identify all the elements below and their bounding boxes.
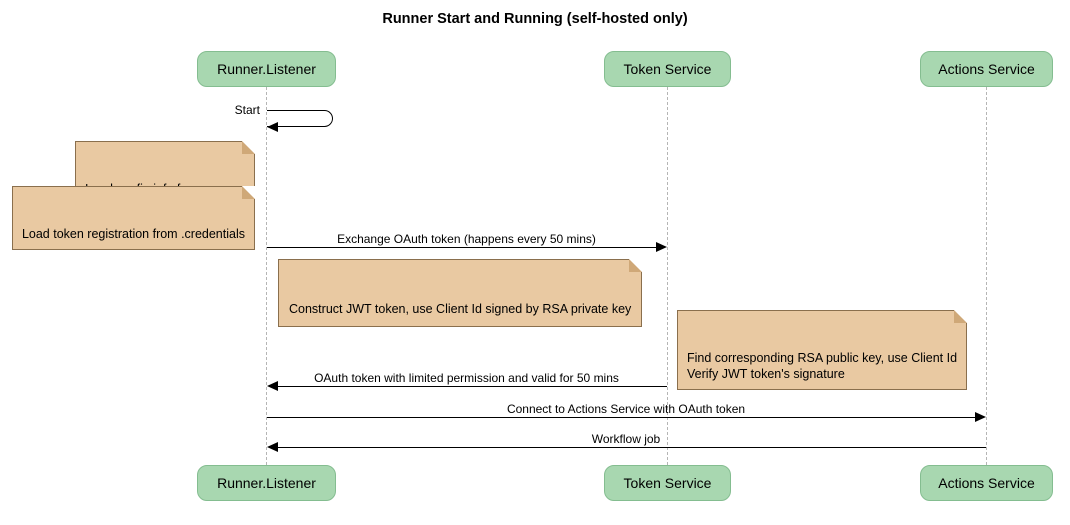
message-connect-actions-line [267,417,976,418]
lifeline-actions-service [986,87,987,465]
message-exchange-oauth-line [267,247,657,248]
participant-label: Token Service [623,475,712,491]
arrowhead-right-icon [656,242,667,252]
note-text: Construct JWT token, use Client Id signe… [289,302,632,316]
note-text: Load token registration from .credential… [21,227,245,241]
participant-label: Runner.Listener [217,61,316,77]
participant-actions-service-bottom: Actions Service [920,465,1053,501]
message-workflow-job-line [274,447,986,448]
arrowhead-right-icon [975,412,986,422]
participant-label: Actions Service [938,61,1035,77]
note-load-token-registration: Load token registration from .credential… [11,186,255,250]
message-start-label: Start [234,103,260,117]
note-fold-icon [629,259,643,272]
participant-label: Token Service [623,61,712,77]
participant-actions-service-top: Actions Service [920,51,1053,87]
lifeline-runner-listener [266,87,267,465]
note-fold-icon [954,310,968,323]
note-construct-jwt: Construct JWT token, use Client Id signe… [278,259,643,327]
lifeline-token-service [667,87,668,465]
participant-label: Runner.Listener [217,475,316,491]
participant-token-service-bottom: Token Service [604,465,731,501]
participant-token-service-top: Token Service [604,51,731,87]
message-connect-actions-label: Connect to Actions Service with OAuth to… [506,402,746,416]
arrowhead-left-icon [267,442,278,452]
diagram-title: Runner Start and Running (self-hosted on… [382,11,688,27]
message-oauth-token-return-label: OAuth token with limited permission and … [314,371,619,385]
self-message-loop [267,110,333,127]
arrowhead-left-icon [267,122,278,132]
note-text: Find corresponding RSA public key, use C… [687,351,958,381]
note-fold-icon [242,186,255,199]
participant-runner-listener-top: Runner.Listener [197,51,336,87]
note-fold-icon [242,141,255,154]
note-find-rsa-public-key: Find corresponding RSA public key, use C… [677,310,968,390]
message-exchange-oauth-label: Exchange OAuth token (happens every 50 m… [337,232,596,246]
participant-runner-listener-bottom: Runner.Listener [197,465,336,501]
message-oauth-token-return-line [274,386,667,387]
participant-label: Actions Service [938,475,1035,491]
message-workflow-job-label: Workflow job [591,432,661,446]
arrowhead-left-icon [267,381,278,391]
